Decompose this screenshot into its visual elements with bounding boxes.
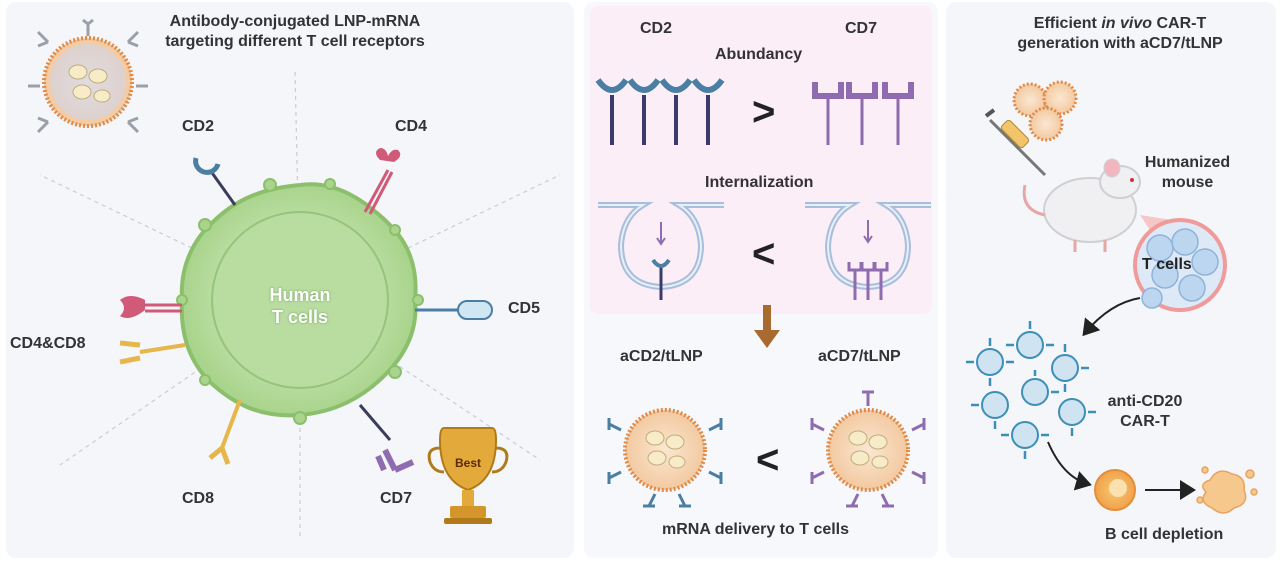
- receptor-cd4-icon: [363, 148, 401, 215]
- acd2-label: aCD2/tLNP: [620, 348, 703, 365]
- cd7-heading: CD7: [845, 20, 878, 37]
- internalization-label: Internalization: [705, 174, 814, 191]
- panel3-title-italic: in vivo: [1101, 15, 1153, 32]
- cell-label: Human T cells: [240, 284, 360, 328]
- receptor-cd4cd8-icon: [119, 296, 186, 365]
- receptor-label-cd5: CD5: [508, 300, 541, 317]
- receptor-cd7-icon: [358, 404, 415, 473]
- acd7-label: aCD7/tLNP: [818, 348, 901, 365]
- receptor-label-cd4: CD4: [395, 118, 428, 135]
- cell-label-line1: Human: [269, 285, 331, 305]
- acd2-lnp-icon: [607, 408, 723, 508]
- less-sign-1: <: [752, 232, 776, 276]
- panel3-title: Efficient in vivo CAR-T generation with …: [980, 14, 1260, 54]
- acd7-lnp-icon: [810, 390, 926, 508]
- tcells-magnifier-icon: [1133, 215, 1227, 312]
- panel3-title-line2: generation with aCD7/tLNP: [1017, 35, 1223, 52]
- car-t-label-line2: CAR-T: [1120, 413, 1170, 430]
- mouse-label-line2: mouse: [1161, 174, 1214, 191]
- receptor-cd2-icon: [193, 157, 237, 206]
- t-cell-icon: [176, 178, 424, 425]
- receptor-cd5-icon: [415, 300, 493, 320]
- lnp-cluster-icon: [1012, 80, 1078, 142]
- trophy-label: Best: [455, 456, 482, 470]
- mouse-label-line1: Humanized: [1144, 154, 1231, 171]
- receptor-label-cd2: CD2: [182, 118, 215, 135]
- panel3-title-post: CAR-T: [1152, 15, 1207, 32]
- panel3-title-line1: Efficient in vivo CAR-T: [980, 14, 1260, 34]
- greater-sign: >: [752, 90, 776, 134]
- internalization-cd7-icon: [805, 202, 931, 300]
- abundancy-label: Abundancy: [715, 46, 803, 63]
- receptor-label-cd4cd8: CD4&CD8: [10, 335, 86, 352]
- mouse-label: Humanized mouse: [1130, 153, 1245, 193]
- less-sign-2: <: [756, 438, 780, 482]
- receptor-label-cd8: CD8: [182, 490, 215, 507]
- panel3-title-pre: Efficient: [1033, 15, 1102, 32]
- cell-label-line2: T cells: [271, 307, 329, 327]
- panel1-title-line1: Antibody-conjugated LNP-mRNA: [169, 13, 421, 30]
- receptor-label-cd7: CD7: [380, 490, 413, 507]
- depletion-label: B cell depletion: [1105, 526, 1224, 543]
- lnp-particle-icon: [28, 18, 148, 134]
- trophy-icon: [427, 427, 509, 524]
- curved-arrow-icon: [1082, 297, 1141, 337]
- car-t-cells-icon: [966, 321, 1096, 459]
- internalization-cd2-icon: [598, 202, 724, 300]
- car-t-label: anti-CD20 CAR-T: [1090, 392, 1200, 432]
- tcells-label: T cells: [1142, 256, 1192, 273]
- panel1-title: Antibody-conjugated LNP-mRNA targeting d…: [130, 12, 460, 52]
- mouse-icon: [1022, 158, 1141, 252]
- cd2-receptors-icon: [595, 78, 725, 145]
- cd7-receptors-icon: [812, 82, 914, 145]
- down-arrow-icon: [754, 305, 780, 348]
- cd2-heading: CD2: [640, 20, 673, 37]
- panel1-title-line2: targeting different T cell receptors: [165, 33, 425, 50]
- arrow-to-bcell-icon: [1047, 441, 1092, 491]
- receptor-cd8-icon: [208, 399, 242, 465]
- delivery-label: mRNA delivery to T cells: [662, 521, 850, 538]
- depleted-b-cell-icon: [1196, 466, 1258, 514]
- b-cell-icon: [1094, 469, 1136, 511]
- syringe-icon: [984, 108, 1047, 177]
- car-t-label-line1: anti-CD20: [1107, 393, 1183, 410]
